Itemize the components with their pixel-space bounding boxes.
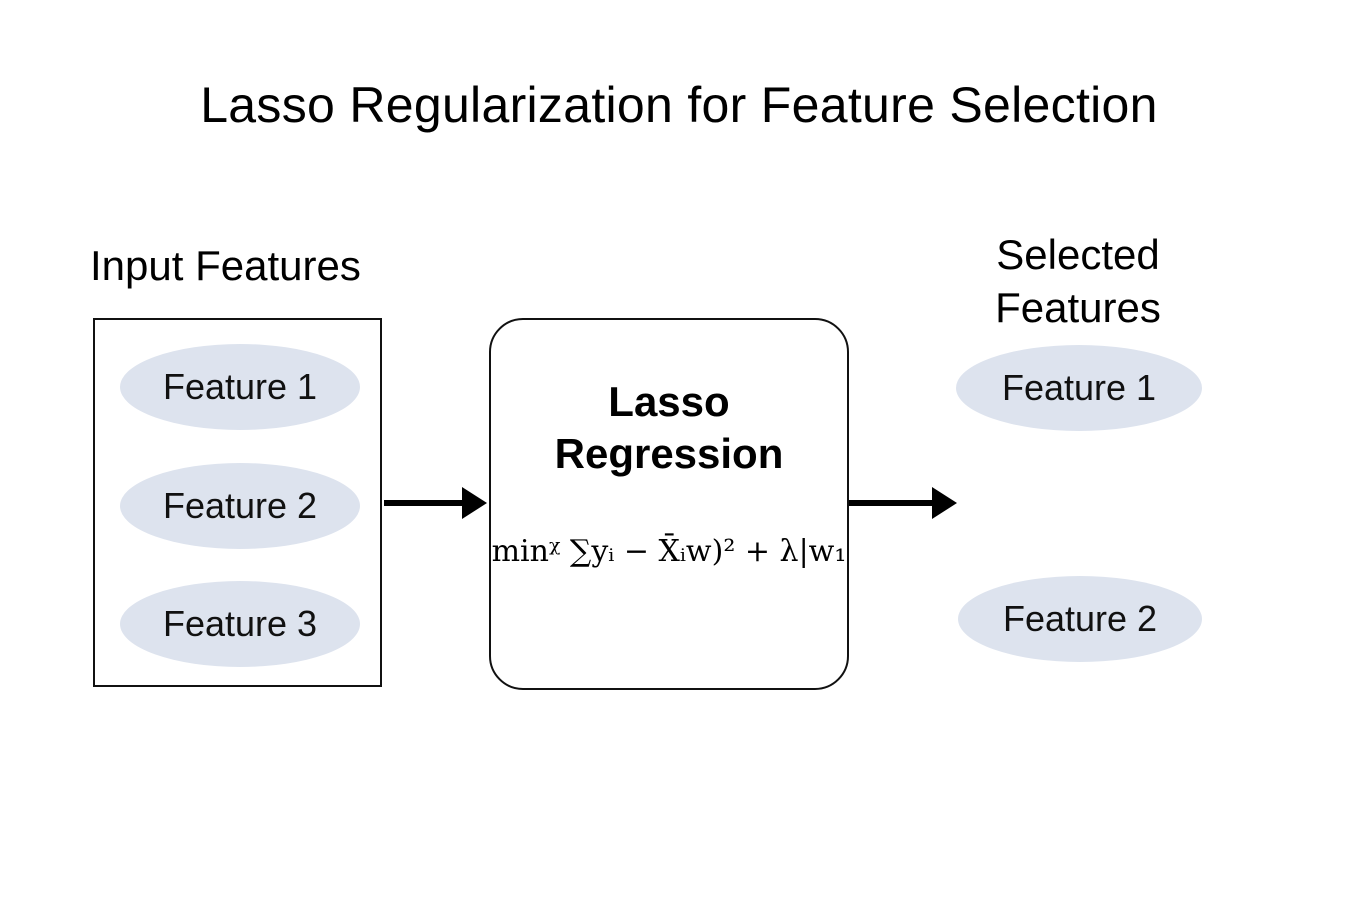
formula-text: minᵡ ∑yᵢ − X̄ᵢw)² + λ|w₁ [491, 534, 847, 569]
lasso-title-line-2: Regression [554, 430, 784, 477]
input-feature-3: Feature 3 [120, 581, 360, 667]
arrow-lasso-to-selected [849, 487, 957, 519]
input-features-box [93, 318, 382, 687]
selected-heading-line-2: Features [995, 284, 1161, 331]
selected-heading-line-1: Selected [996, 231, 1160, 278]
diagram-title: Lasso Regularization for Feature Selecti… [200, 77, 1158, 133]
lasso-title-line-1: Lasso [608, 378, 730, 425]
selected-feature-2: Feature 2 [958, 576, 1202, 662]
selected-features-heading: Selected Features [968, 228, 1188, 334]
arrow-input-to-lasso [384, 487, 487, 519]
input-features-heading: Input Features [90, 242, 361, 289]
lasso-regression-box: Lasso Regression minᵡ ∑yᵢ − X̄ᵢw)² + λ|w… [489, 318, 849, 690]
lasso-regression-title: Lasso Regression [491, 376, 847, 480]
selected-feature-1: Feature 1 [956, 345, 1202, 431]
lasso-formula: minᵡ ∑yᵢ − X̄ᵢw)² + λ|w₁ [491, 534, 847, 569]
input-feature-1: Feature 1 [120, 344, 360, 430]
input-feature-2: Feature 2 [120, 463, 360, 549]
